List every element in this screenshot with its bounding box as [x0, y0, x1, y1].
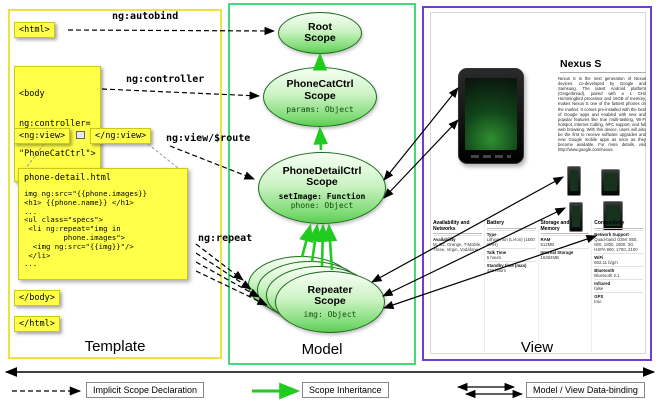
spec-header: Battery — [486, 220, 536, 229]
model-panel-label: Model — [301, 341, 343, 358]
spec-key: WiFi — [594, 254, 604, 260]
thumbnail-screen — [606, 205, 620, 226]
code-line: <h1> {{phone.name}} </h1> — [24, 197, 134, 207]
repeater-title-line1: Repeater — [307, 283, 353, 296]
spec-value: Lithium Ion (Li-Ion) (1500 mAH) — [486, 236, 535, 247]
body-open-line2: ng:controller= — [19, 119, 91, 129]
ng-controller-label: ng:controller — [126, 74, 205, 85]
code-line: <ul class="specs"> — [24, 215, 104, 225]
body-open-line1: <body — [19, 89, 45, 99]
code-lines: img ng:src="{{phone.images}}<h1> {{phone… — [24, 189, 182, 269]
phone-screen — [465, 78, 517, 150]
phone-buttons — [471, 155, 511, 158]
repeater-title-line2: Scope — [314, 295, 346, 308]
thumbnail-screen — [570, 170, 578, 191]
thumbnail-screen — [604, 173, 617, 191]
phone-thumbnail — [603, 201, 623, 231]
root-scope-title-line2: Scope — [304, 32, 336, 44]
spec-row: Standby time (max)428 hours — [486, 260, 536, 274]
body-open-tag: <body ng:controller= "PhoneCatCtrl"> — [14, 66, 101, 182]
spec-key: GPS — [594, 293, 604, 299]
code-line: <li ng:repeat="img in — [24, 224, 121, 234]
spec-value: Bluetooth 2.1 — [594, 272, 620, 278]
repeater-prop-img: img: Object — [303, 309, 357, 319]
spec-value: 802.11 b/g/n — [594, 259, 618, 265]
spec-value: 16384MB — [540, 255, 559, 261]
code-title: phone-detail.html — [24, 173, 111, 183]
spec-value: 428 hours — [486, 267, 506, 273]
spec-value: false — [594, 285, 604, 291]
code-line: ... — [24, 206, 38, 216]
spec-value: 6 hours — [486, 254, 502, 260]
code-line: img ng:src="{{phone.images}} — [24, 189, 148, 198]
phonecat-title-line1: PhoneCatCtrl — [286, 78, 354, 91]
phonecat-title-line2: Scope — [304, 89, 336, 102]
spec-key: Bluetooth — [594, 267, 615, 273]
code-line: <img ng:src="{{img}}"/> — [24, 241, 134, 251]
ng-view-route-label: ng:view/$route — [166, 133, 251, 144]
phone-thumbnail — [567, 166, 581, 196]
code-line: phone.images"> — [24, 232, 126, 242]
view-slot-icon — [76, 131, 85, 139]
ng-repeat-label: ng:repeat — [198, 233, 253, 244]
spec-header: Availability and Networks — [433, 220, 482, 235]
root-scope-ellipse: Root Scope — [278, 12, 362, 54]
phone-image — [458, 68, 524, 164]
phonedetail-title-line1: PhoneDetailCtrl — [282, 164, 362, 177]
legend-implicit-label: Implicit Scope Declaration — [86, 382, 205, 398]
ng-view-close-tag: </ng:view> — [90, 128, 152, 144]
root-scope-title-line1: Root — [308, 20, 332, 33]
phone-description: Nexus S is the next generation of Nexus … — [558, 76, 646, 153]
spec-value: 512MB — [540, 242, 555, 248]
repeater-scope-ellipse: Repeater Scope img: Object — [275, 271, 385, 333]
phonecatctrl-scope-ellipse: PhoneCatCtrl Scope params: Object — [263, 67, 377, 127]
phonedetail-prop-phone: phone: Object — [290, 201, 354, 210]
html-close-tag: </html> — [14, 316, 60, 332]
legend-binding-label: Model / View Data-binding — [526, 382, 645, 398]
phone-thumbnail — [601, 169, 620, 196]
phonecat-prop-params: params: Object — [286, 105, 354, 115]
template-panel-label: Template — [84, 338, 146, 355]
spec-header: Connectivity — [594, 220, 643, 229]
body-open-line3: "PhoneCatCtrl"> — [19, 149, 96, 159]
spec-value: Quad-band GSM: 850, 900, 1800, 1900. 3G … — [594, 236, 638, 252]
body-close-tag: </body> — [14, 290, 60, 306]
phonedetail-func-setimage: setImage: Function — [278, 191, 366, 201]
code-line: </li> — [24, 250, 51, 260]
ng-view-open-tag: <ng:view> — [14, 128, 71, 144]
spec-value: true — [594, 298, 602, 304]
ng-autobind-label: ng:autobind — [112, 11, 179, 22]
legend-inheritance-label: Scope Inheritance — [302, 382, 389, 398]
spec-key: Infrared — [594, 280, 611, 286]
html-open-tag: <html> — [14, 22, 55, 38]
thumbnail-screen — [572, 206, 580, 227]
phone-name-heading: Nexus S — [560, 58, 646, 73]
spec-value: M, O2, Orange, T-Mobile, Three, Virgin, … — [433, 242, 482, 253]
phonedetail-title-line2: Scope — [306, 176, 338, 188]
code-line: ... — [24, 259, 38, 269]
phone-detail-template-code: phone-detail.html img ng:src="{{phone.im… — [18, 168, 188, 280]
phone-thumbnail — [569, 202, 583, 232]
spec-key: Network Support — [594, 231, 629, 237]
spec-header: Storage and Memory — [540, 220, 590, 235]
phonedetailctrl-scope-ellipse: PhoneDetailCtrl Scope setImage: Function… — [258, 152, 386, 224]
view-panel-label: View — [520, 339, 554, 356]
